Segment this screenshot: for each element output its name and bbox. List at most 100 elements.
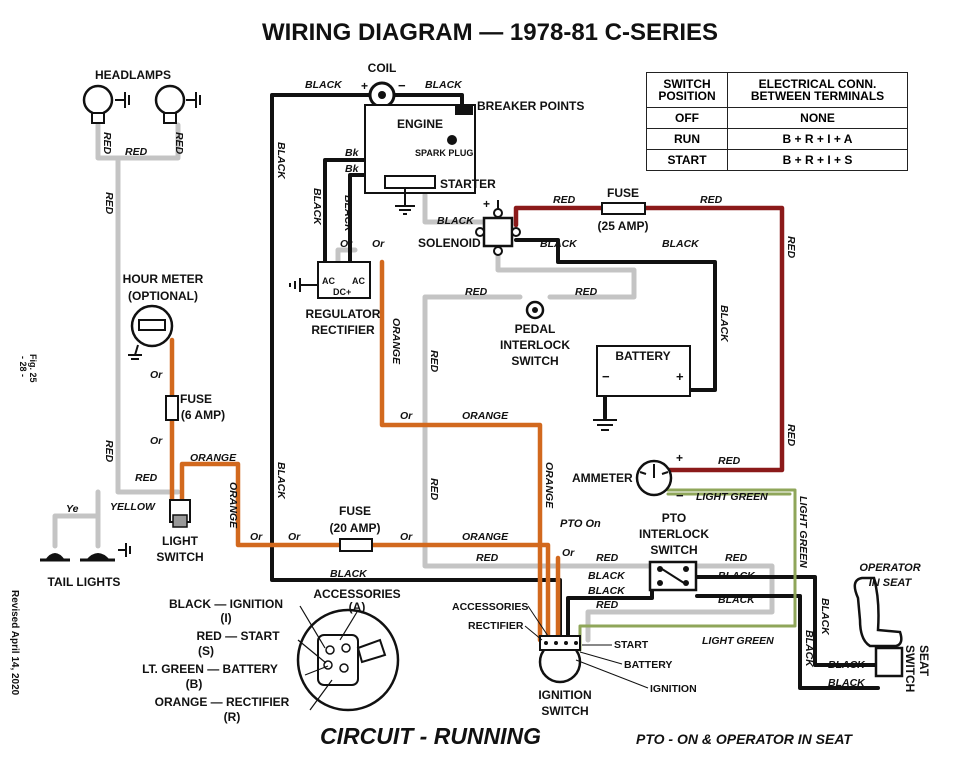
legend-code-1: (I) (220, 611, 231, 625)
wl-28: RED (103, 440, 115, 463)
wl-10: Or (372, 238, 385, 250)
legend-accessories: ACCESSORIES (313, 587, 400, 601)
label-ammeter-minus: − (676, 488, 684, 503)
legend-code-3: (B) (186, 677, 203, 691)
label-breaker-points: BREAKER POINTS (477, 99, 584, 113)
footer-circuit: CIRCUIT - RUNNING (320, 723, 541, 749)
label-light-switch-1: LIGHT (162, 534, 199, 548)
wl-29: RED (135, 472, 158, 484)
wl-37: Or (288, 531, 301, 543)
label-reg-dc: DC+ (333, 287, 351, 297)
table-cell-connection: NONE (727, 107, 908, 129)
wl-39: ORANGE (462, 531, 509, 543)
regulator-rectifier (289, 261, 371, 299)
label-coil: COIL (368, 61, 397, 75)
label-ignition-1: IGNITION (538, 688, 591, 702)
wl-40: Or (400, 410, 413, 422)
label-light-switch-2: SWITCH (156, 550, 203, 564)
label-seat-1: SEAT (917, 645, 931, 677)
wl-36: Or (250, 531, 263, 543)
label-fuse-6-rating: (6 AMP) (181, 408, 225, 422)
legend-code-4: (R) (224, 710, 241, 724)
wl-41: ORANGE (462, 410, 509, 422)
wl-6: Bk (345, 163, 360, 175)
table-header-switch: SWITCH POSITION (646, 72, 728, 108)
label-term-battery: BATTERY (624, 659, 672, 671)
green-wires (578, 488, 797, 652)
legend-line-4: ORANGE — RECTIFIER (155, 695, 290, 709)
wl-42: ORANGE (543, 462, 555, 509)
wl-34: ORANGE (190, 452, 237, 464)
label-solenoid: SOLENOID (418, 236, 481, 250)
label-battery: BATTERY (615, 349, 670, 363)
label-engine: ENGINE (397, 117, 443, 131)
wl-52: BLACK (718, 594, 756, 606)
legend-line-3: LT. GREEN — BATTERY (142, 662, 278, 676)
wl-21: RED (575, 286, 598, 298)
table-header-row: SWITCH POSITION ELECTRICAL CONN. BETWEEN… (646, 72, 908, 108)
table-cell-connection: B + R + I + A (727, 128, 908, 150)
wl-60: RED (718, 455, 741, 467)
label-hour-meter-sub: (OPTIONAL) (128, 289, 198, 303)
wl-23: RED (428, 478, 440, 501)
wl-49: BLACK (588, 570, 626, 582)
label-fuse-25: FUSE (607, 186, 639, 200)
label-operator-1: OPERATOR (859, 562, 920, 574)
table-cell-position: START (646, 149, 728, 171)
label-coil-plus: + (361, 79, 368, 93)
label-coil-minus: − (398, 78, 406, 93)
table-cell-connection: B + R + I + S (727, 149, 908, 171)
wl-56: BLACK (828, 677, 866, 689)
wl-51: BLACK (718, 570, 756, 582)
battery-icon (593, 345, 691, 431)
ignition-switch-icon (538, 635, 582, 684)
wl-20: RED (465, 286, 488, 298)
label-term-start: START (614, 639, 649, 651)
page-title: WIRING DIAGRAM — 1978-81 C-SERIES (262, 19, 718, 46)
label-reg-ac-1: AC (322, 276, 335, 286)
label-seat-2: SWITCH (903, 645, 917, 692)
wl-32: Or (150, 369, 163, 381)
wl-27: RED (103, 192, 115, 215)
table-row: START B + R + I + S (646, 149, 908, 171)
table-row: OFF NONE (646, 107, 908, 129)
wl-14: BLACK (662, 238, 700, 250)
wl-18: RED (785, 424, 797, 447)
wl-44: RED (476, 552, 499, 564)
legend-line-1: BLACK — IGNITION (169, 597, 283, 611)
label-reg-ac-2: AC (352, 276, 365, 286)
wl-22: RED (428, 350, 440, 373)
wl-15: RED (553, 194, 576, 206)
wl-53: BLACK (819, 598, 831, 636)
wl-55: BLACK (828, 659, 866, 671)
label-term-ignition: IGNITION (650, 683, 697, 695)
label-headlamps: HEADLAMPS (95, 68, 171, 82)
wl-24: RED (125, 146, 148, 158)
wl-31: Ye (66, 503, 79, 515)
wl-50: BLACK (588, 585, 626, 597)
wl-26: RED (173, 132, 185, 155)
label-pedal-3: SWITCH (511, 354, 558, 368)
wl-48: BLACK (330, 568, 368, 580)
label-starter: STARTER (440, 177, 496, 191)
wl-4: BLACK (275, 462, 287, 500)
fuse-20-amp (339, 538, 373, 552)
side-fig: Fig. 25 (28, 354, 38, 383)
terminal-pointers (524, 605, 649, 689)
legend-line-2: RED — START (196, 629, 280, 643)
wl-58: LIGHT GREEN (797, 496, 809, 568)
label-fuse-6: FUSE (180, 392, 212, 406)
wl-9: Or (340, 238, 353, 250)
label-hour-meter: HOUR METER (123, 272, 204, 286)
wl-47: RED (596, 599, 619, 611)
side-page: - 28 - (18, 356, 28, 377)
wl-35: ORANGE (227, 482, 239, 529)
label-battery-plus: + (676, 369, 684, 384)
hour-meter-icon (128, 304, 174, 360)
pedal-interlock-switch-icon (525, 300, 545, 320)
fuse-6-amp (165, 395, 179, 421)
table-cell-position: RUN (646, 128, 728, 150)
wl-19: BLACK (718, 305, 730, 343)
wl-3: BLACK (275, 142, 287, 180)
